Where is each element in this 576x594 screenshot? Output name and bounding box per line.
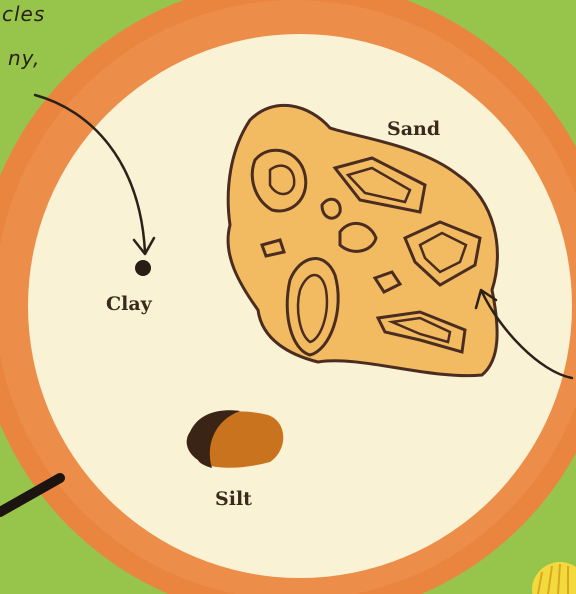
clay-particle (135, 260, 151, 276)
silt-particle (187, 410, 284, 468)
sand-label: Sand (387, 118, 440, 140)
handwritten-note-line1: cles (2, 2, 45, 26)
silt-label: Silt (215, 488, 252, 510)
handwritten-note-line2: ny, (8, 46, 40, 70)
clay-label: Clay (106, 293, 152, 315)
